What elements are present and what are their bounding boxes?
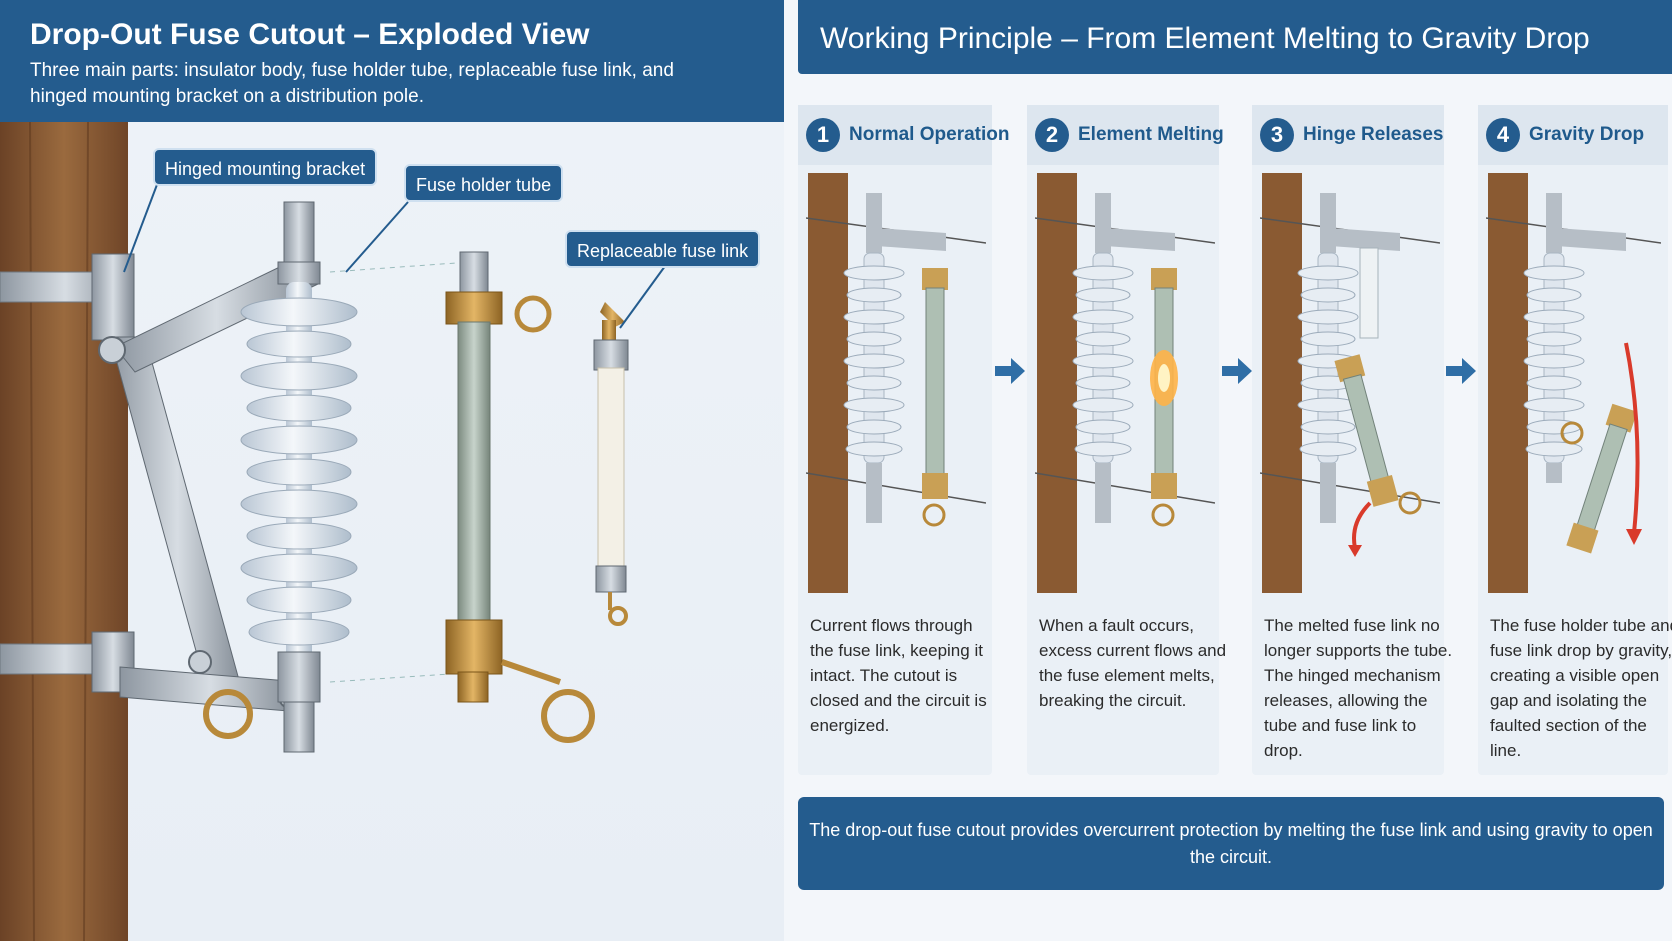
step-2-illustration <box>1035 173 1215 593</box>
step-3-illustration <box>1260 173 1440 593</box>
fuse-link-shape <box>593 302 629 626</box>
exploded-view-title: Drop-Out Fuse Cutout – Exploded View <box>30 18 590 51</box>
step-element-melting: 2 Element Melting When a fault occurs, e… <box>1027 105 1226 775</box>
arrow-right-icon <box>1446 358 1476 384</box>
step-gravity-drop: 4 Gravity Drop The fuse holder <box>1478 105 1672 775</box>
step-4-illustration <box>1486 173 1661 593</box>
step-description: The melted fuse link no longer supports … <box>1264 616 1453 760</box>
step-hinge-releases: 3 Hinge Releases <box>1252 105 1452 775</box>
step-description: The fuse holder tube and fuse link drop … <box>1490 616 1672 760</box>
step-title: Gravity Drop <box>1529 124 1645 145</box>
step-number: 2 <box>1035 118 1069 152</box>
step-number: 3 <box>1260 118 1294 152</box>
step-description: Current flows through the fuse link, kee… <box>810 616 987 735</box>
left-header: Drop-Out Fuse Cutout – Exploded View Thr… <box>0 0 784 122</box>
arrow-right-icon <box>1222 358 1252 384</box>
step-title: Hinge Releases <box>1303 124 1444 145</box>
exploded-view-illustration <box>0 122 669 941</box>
step-header: 4 Gravity Drop <box>1478 105 1668 165</box>
working-principle-title: Working Principle – From Element Melting… <box>798 0 1672 74</box>
callout-hinged-mounting-bracket: Hinged mounting bracket <box>153 148 378 186</box>
step-title: Normal Operation <box>849 124 1010 145</box>
callout-fuse-holder-tube: Fuse holder tube <box>404 164 564 202</box>
exploded-view-subtitle: Three main parts: insulator body, fuse h… <box>30 60 674 107</box>
step-header: 1 Normal Operation <box>798 105 1009 165</box>
step-1-illustration <box>806 173 986 593</box>
step-title: Element Melting <box>1078 124 1224 145</box>
exploded-view-panel: Drop-Out Fuse Cutout – Exploded View Thr… <box>0 0 784 941</box>
fuse-holder-tube-shape <box>445 251 595 743</box>
wood-pole <box>0 122 128 941</box>
step-number: 1 <box>806 118 840 152</box>
step-normal-operation: 1 Normal Operation Current flows through… <box>798 105 1009 775</box>
step-header: 2 Element Melting <box>1027 105 1224 165</box>
summary-banner: The drop-out fuse cutout provides overcu… <box>798 797 1664 890</box>
arrow-right-icon <box>995 358 1025 384</box>
callout-replaceable-fuse-link: Replaceable fuse link <box>565 230 761 268</box>
step-description: When a fault occurs, excess current flow… <box>1039 616 1227 710</box>
step-header: 3 Hinge Releases <box>1252 105 1444 165</box>
insulator-body-shape <box>240 201 358 753</box>
step-number: 4 <box>1486 118 1520 152</box>
mounting-bracket-shape <box>91 253 319 739</box>
